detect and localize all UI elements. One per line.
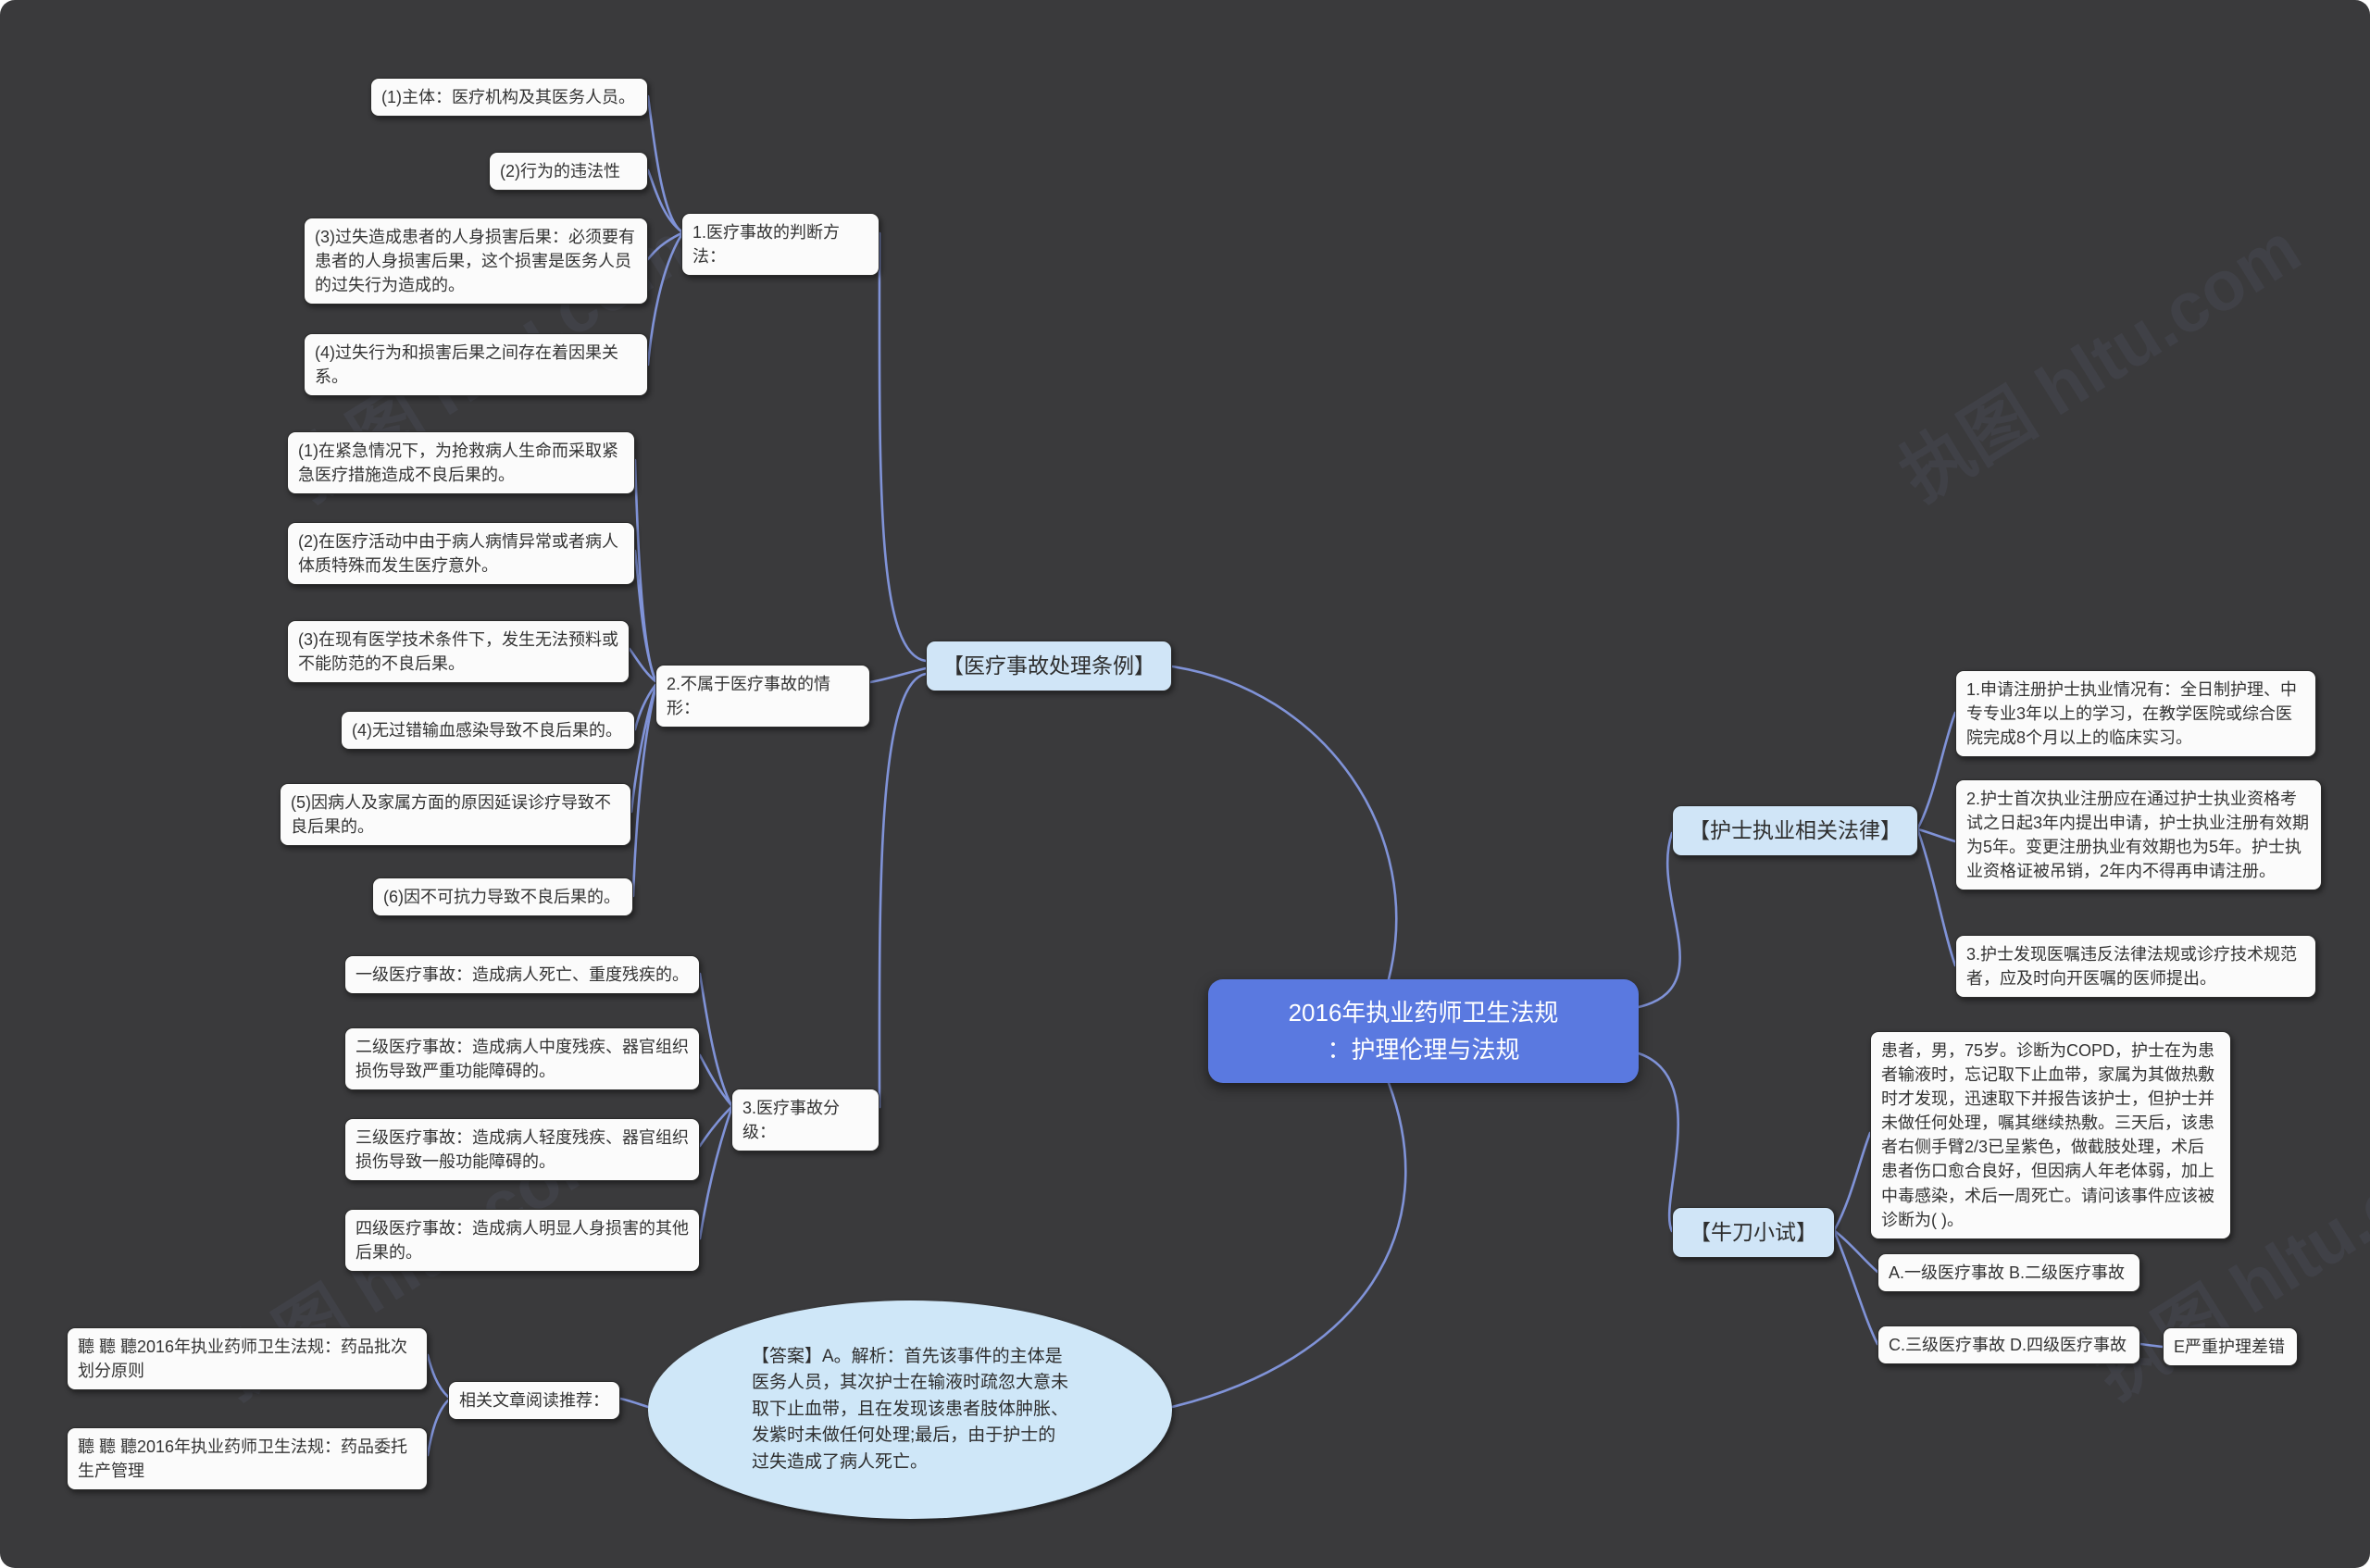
central-title-line2: ：护理伦理与法规: [1327, 1036, 1520, 1064]
node-notaccident-item[interactable]: (3)在现有医学技术条件下，发生无法预料或不能防范的不良后果。: [287, 620, 630, 684]
node-notaccident-item[interactable]: (1)在紧急情况下，为抢救病人生命而采取紧急医疗措施造成不良后果的。: [287, 431, 635, 495]
node-notaccident-item[interactable]: (5)因病人及家属方面的原因延误诊疗导致不良后果的。: [280, 783, 631, 847]
node-regulation-hub[interactable]: 【医疗事故处理条例】: [926, 641, 1172, 692]
node-notaccident-label[interactable]: 2.不属于医疗事故的情形：: [655, 665, 870, 728]
node-judgment-item[interactable]: (1)主体：医疗机构及其医务人员。: [370, 78, 648, 118]
node-grading-item[interactable]: 二级医疗事故：造成病人中度残疾、器官组织损伤导致严重功能障碍的。: [344, 1027, 700, 1091]
node-notaccident-item[interactable]: (4)无过错输血感染导致不良后果的。: [341, 711, 635, 751]
node-topic-central[interactable]: 2016年执业药师卫生法规 ：护理伦理与法规: [1208, 979, 1639, 1083]
node-related-label[interactable]: 相关文章阅读推荐：: [448, 1381, 620, 1421]
node-nurselaw-item[interactable]: 3.护士发现医嘱违反法律法规或诊疗技术规范者，应及时向开医嘱的医师提出。: [1955, 935, 2316, 999]
node-grading-item[interactable]: 四级医疗事故：造成病人明显人身损害的其他后果的。: [344, 1209, 700, 1273]
node-related-item[interactable]: 聽 聽 聽2016年执业药师卫生法规：药品委托生产管理: [67, 1427, 428, 1491]
node-nurselaw-item[interactable]: 2.护士首次执业注册应在通过护士执业资格考试之日起3年内提出申请，护士执业注册有…: [1955, 779, 2322, 891]
node-judgment-item[interactable]: (4)过失行为和损害后果之间存在着因果关系。: [304, 333, 648, 397]
node-grading-item[interactable]: 一级医疗事故：造成病人死亡、重度残疾的。: [344, 955, 700, 995]
node-nurselaw-item[interactable]: 1.申请注册护士执业情况有：全日制护理、中专专业3年以上的学习，在教学医院或综合…: [1955, 670, 2316, 758]
node-judgment-label[interactable]: 1.医疗事故的判断方法：: [681, 213, 879, 277]
node-quiz-question[interactable]: 患者，男，75岁。诊断为COPD，护士在为患者输液时，忘记取下止血带，家属为其做…: [1870, 1031, 2231, 1239]
node-notaccident-item[interactable]: (6)因不可抗力导致不良后果的。: [372, 877, 633, 917]
node-quiz-options-cd[interactable]: C.三级医疗事故 D.四级医疗事故: [1877, 1325, 2140, 1365]
node-related-item[interactable]: 聽 聽 聽2016年执业药师卫生法规：药品批次划分原则: [67, 1327, 428, 1391]
node-judgment-item[interactable]: (3)过失造成患者的人身损害后果：必须要有患者的人身损害后果，这个损害是医务人员…: [304, 218, 648, 305]
node-quiz-hub[interactable]: 【牛刀小试】: [1672, 1207, 1835, 1259]
node-grading-item[interactable]: 三级医疗事故：造成病人轻度残疾、器官组织损伤导致一般功能障碍的。: [344, 1118, 700, 1182]
node-notaccident-item[interactable]: (2)在医疗活动中由于病人病情异常或者病人体质特殊而发生医疗意外。: [287, 522, 635, 586]
node-answer[interactable]: 【答案】A。解析：首先该事件的主体是医务人员，其次护士在输液时疏忽大意未取下止血…: [648, 1300, 1172, 1519]
node-quiz-option-e[interactable]: E严重护理差错: [2163, 1327, 2298, 1367]
node-nurselaw-hub[interactable]: 【护士执业相关法律】: [1672, 805, 1918, 857]
node-judgment-item[interactable]: (2)行为的违法性: [489, 152, 648, 192]
node-grading-label[interactable]: 3.医疗事故分级：: [731, 1089, 879, 1152]
answer-text: 【答案】A。解析：首先该事件的主体是医务人员，其次护士在输液时疏忽大意未取下止血…: [752, 1346, 1069, 1472]
central-title-line1: 2016年执业药师卫生法规: [1288, 998, 1559, 1027]
node-quiz-options-ab[interactable]: A.一级医疗事故 B.二级医疗事故: [1877, 1253, 2140, 1293]
